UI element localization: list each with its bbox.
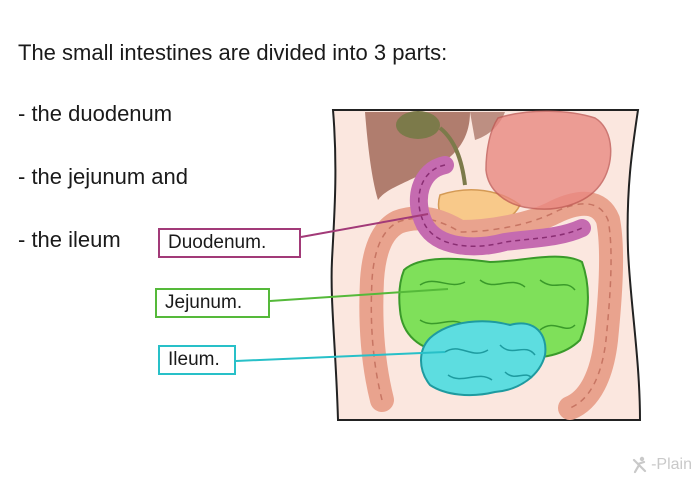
gallbladder: [396, 111, 440, 139]
ileum-label: Ileum.: [158, 345, 236, 375]
liver-right-lobe: [470, 112, 505, 140]
page-heading: The small intestines are divided into 3 …: [18, 40, 448, 65]
duodenum-label: Duodenum.: [158, 228, 301, 258]
list-item-ileum: - the ileum: [18, 227, 121, 252]
jejunum-label: Jejunum.: [155, 288, 270, 318]
jejunum-leader-line: [269, 288, 449, 302]
brand-text: -Plain: [651, 456, 692, 473]
stomach: [485, 110, 612, 210]
brand-logo: -Plain: [631, 456, 692, 474]
list-item-duodenum: - the duodenum: [18, 101, 173, 126]
ileum-leader-line: [235, 351, 446, 362]
list-item-jejunum: - the jejunum and: [18, 164, 188, 189]
duodenum-leader-line: [300, 213, 429, 238]
person-icon: [632, 456, 647, 474]
bile-duct: [438, 126, 467, 186]
